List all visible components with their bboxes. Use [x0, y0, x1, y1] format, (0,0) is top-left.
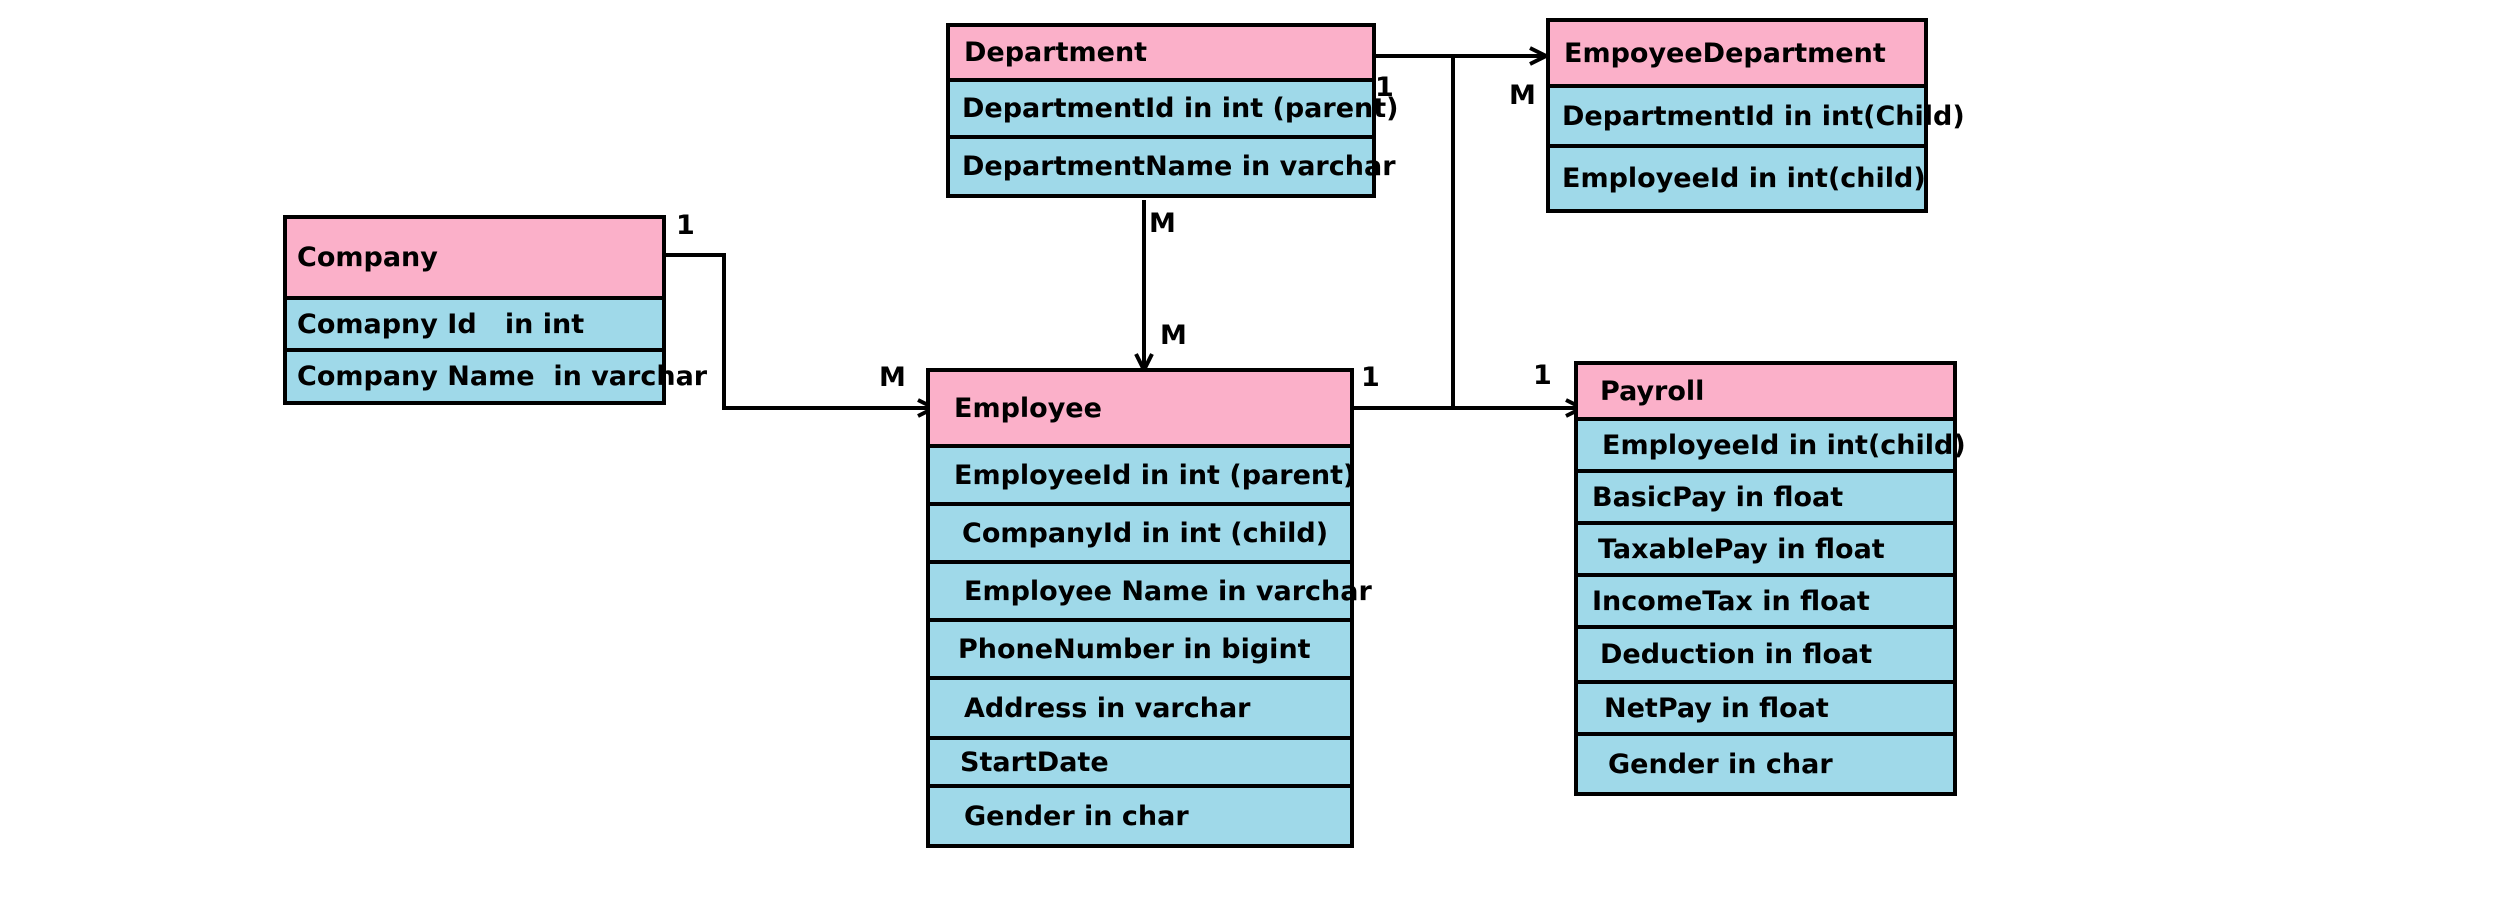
entity-field: Address in varchar [930, 680, 1350, 740]
cardinality-label: M [1149, 208, 1176, 239]
entity-field: CompanyId in int (child) [930, 506, 1350, 564]
entity-field: StartDate [930, 740, 1350, 788]
entity-title: EmpoyeeDepartment [1550, 22, 1924, 88]
entity-field: Employee Name in varchar [930, 564, 1372, 622]
entity-title: Employee [930, 372, 1350, 448]
entity-employee: Employee EmployeeId in int (parent) Comp… [926, 368, 1372, 848]
entity-department: Department DepartmentId in int (parent) … [946, 23, 1398, 198]
entity-field: Deduction in float [1578, 629, 1953, 684]
cardinality-label: 1 [1375, 72, 1394, 103]
cardinality-label: M [1509, 80, 1536, 111]
entity-company: Company Comapny Id in int Company Name i… [283, 215, 708, 405]
cardinality-label: 1 [676, 210, 695, 241]
entity-field: TaxablePay in float [1578, 525, 1953, 577]
entity-title: Payroll [1578, 365, 1953, 421]
entity-field: DepartmentName in varchar [962, 151, 1396, 182]
entity-title: Company [287, 219, 662, 300]
entity-empoyee-department: EmpoyeeDepartment DepartmentId in int(Ch… [1546, 18, 1965, 213]
entity-field: Company Name in varchar [297, 361, 708, 392]
entity-field: PhoneNumber in bigint [930, 622, 1350, 680]
entity-field: IncomeTax in float [1578, 577, 1953, 629]
entity-field: BasicPay in float [1578, 473, 1953, 525]
cardinality-label: 1 [1533, 360, 1552, 391]
connector-company-employee [665, 253, 934, 408]
entity-field: Comapny Id in int [287, 300, 662, 352]
entity-title: Department [950, 27, 1372, 82]
entity-field: DepartmentId in int (parent) [950, 82, 1398, 139]
cardinality-label: M [879, 362, 906, 393]
entity-field: Gender in char [1608, 748, 1833, 780]
cardinality-label: 1 [1361, 362, 1380, 393]
entity-payroll: Payroll EmployeeId in int(child) BasicPa… [1574, 361, 1966, 796]
entity-field: DepartmentId in int(Child) [1550, 88, 1965, 148]
entity-field: EmployeeId in int (parent) [930, 448, 1355, 506]
entity-field: Gender in char [964, 800, 1189, 832]
entity-field: EmployeeId in int(child) [1562, 163, 1926, 194]
entity-field: EmployeeId in int(child) [1578, 421, 1966, 473]
cardinality-label: M [1160, 320, 1187, 351]
entity-field: NetPay in float [1578, 684, 1953, 736]
